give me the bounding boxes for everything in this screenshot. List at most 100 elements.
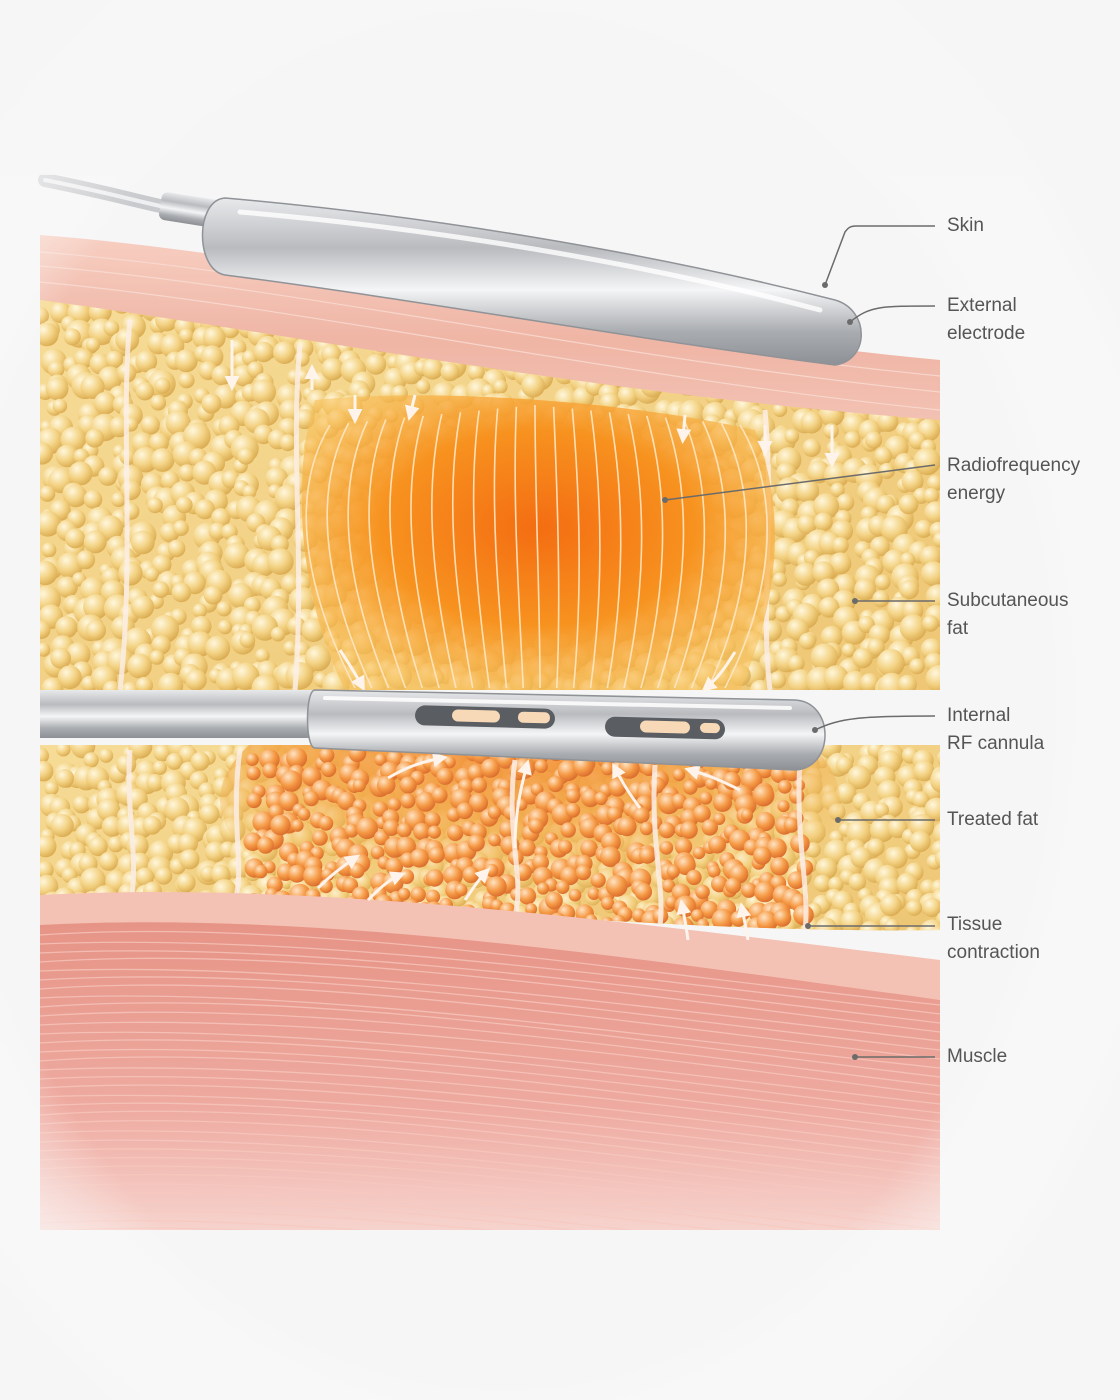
fat-cell <box>699 791 713 805</box>
fat-cell <box>754 881 776 903</box>
fat-cell <box>518 887 537 905</box>
fat-cell <box>802 438 821 457</box>
fat-cell <box>400 793 416 809</box>
fat-cell <box>456 802 474 820</box>
fat-cell <box>547 775 564 793</box>
fat-cell <box>932 531 940 548</box>
fat-cell <box>179 849 200 870</box>
fat-cell <box>291 819 304 832</box>
fat-cell <box>253 341 274 363</box>
fat-cell <box>55 616 78 639</box>
fat-cell <box>68 461 93 486</box>
fat-cell <box>897 674 917 690</box>
fat-cell <box>534 759 548 773</box>
fat-cell <box>144 567 160 582</box>
fat-cell <box>916 323 939 346</box>
fat-cell <box>116 754 137 775</box>
label-tissue-contraction-line-1: Tissue <box>947 914 1003 935</box>
fat-cell <box>480 758 500 778</box>
fat-cell <box>147 497 163 514</box>
fat-cell <box>844 431 861 448</box>
fat-cell <box>40 760 54 782</box>
fat-cell <box>925 664 940 690</box>
fat-cell <box>40 620 51 640</box>
fat-cell <box>906 899 923 916</box>
fat-cell <box>344 823 359 838</box>
fat-cell <box>154 377 171 394</box>
fat-cell <box>399 776 417 794</box>
fat-cell <box>246 766 261 781</box>
fat-cell <box>383 819 400 836</box>
fat-cell <box>922 615 939 632</box>
fat-cell <box>98 466 118 486</box>
fat-cell <box>836 493 855 512</box>
fat-cell <box>254 864 268 879</box>
fat-cell <box>257 836 274 854</box>
fat-cell <box>568 888 582 902</box>
fat-cell <box>303 790 319 807</box>
fat-cell <box>447 824 464 841</box>
fat-cell <box>904 300 924 314</box>
fat-cell <box>65 528 86 549</box>
fat-cell <box>201 393 222 414</box>
fat-cell <box>927 926 940 931</box>
fat-cell <box>40 560 58 586</box>
leader-dot-internal-rf-cannula <box>812 727 818 733</box>
leader-radiofrequency-energy <box>664 464 936 501</box>
label-muscle: Muscle <box>947 1043 1007 1071</box>
fat-cell <box>150 394 167 411</box>
leader-dot-skin <box>822 282 828 288</box>
fat-cell <box>85 428 105 448</box>
fat-cell <box>431 787 448 804</box>
leader-dot-muscle <box>852 1054 858 1060</box>
fat-cell <box>930 768 940 794</box>
fat-cell <box>396 822 412 838</box>
fat-cell <box>40 485 56 502</box>
fat-cell <box>590 872 606 888</box>
fat-cell <box>130 530 155 555</box>
fat-cell <box>40 322 59 347</box>
fat-cell <box>251 379 276 405</box>
fat-cell <box>872 590 890 608</box>
label-internal-rf-cannula-line-2: RF cannula <box>947 733 1045 754</box>
fat-cell <box>376 775 396 795</box>
fat-cell <box>321 761 337 778</box>
fat-cell <box>120 479 141 501</box>
fat-cell <box>605 875 628 897</box>
label-treated-fat-line-1: Treated fat <box>947 809 1039 830</box>
fat-cell <box>740 808 753 821</box>
fat-cell <box>770 857 789 876</box>
fat-cell <box>493 379 508 394</box>
fat-cell <box>285 661 314 690</box>
fat-cell <box>149 650 165 665</box>
fat-cell <box>245 753 259 766</box>
fat-cell <box>178 372 195 389</box>
fat-cell <box>560 822 576 838</box>
fat-cell <box>852 647 873 669</box>
leader-dot-tissue-contraction <box>805 923 811 929</box>
fat-cell <box>879 894 902 917</box>
leader-dot-external-electrode <box>847 319 853 325</box>
fat-cell <box>683 780 698 795</box>
fat-cell <box>205 635 231 661</box>
fat-cell <box>752 784 775 807</box>
fat-cell <box>859 920 882 931</box>
fat-cell <box>312 830 328 846</box>
fat-cell <box>321 357 344 381</box>
fat-cell <box>190 751 210 771</box>
fat-cell <box>708 835 726 854</box>
fat-cell <box>711 908 734 931</box>
fat-cell <box>273 341 296 364</box>
fat-cell <box>892 310 916 335</box>
label-tissue-contraction: Tissue contraction <box>947 911 1040 967</box>
fat-cell <box>44 781 59 796</box>
label-external-electrode-line-2: electrode <box>947 323 1026 344</box>
fat-cell <box>83 530 107 554</box>
fat-cell <box>83 752 99 768</box>
fat-cell <box>639 847 656 864</box>
label-internal-rf-cannula: Internal RF cannula <box>947 702 1044 758</box>
fat-cell <box>173 520 189 537</box>
fat-cell <box>174 349 198 373</box>
fat-cell <box>150 448 175 472</box>
